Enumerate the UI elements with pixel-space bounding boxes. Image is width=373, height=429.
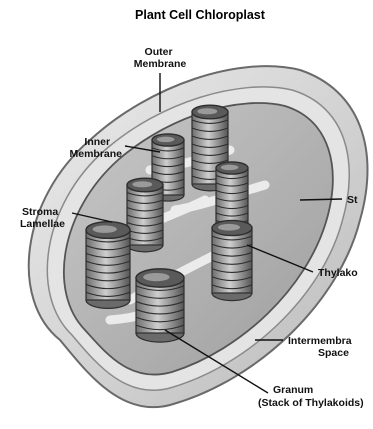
granum-stack <box>127 178 163 252</box>
diagram-title: Plant Cell Chloroplast <box>135 8 266 22</box>
granum-stack <box>86 222 130 309</box>
label-stroma-lamellae: Stroma Lamellae <box>20 206 65 230</box>
label-stroma: St <box>347 194 358 206</box>
label-outer-membrane: Outer Membrane <box>134 46 187 70</box>
leader-stroma <box>300 199 342 200</box>
label-granum: Granum (Stack of Thylakoids) <box>258 384 364 409</box>
label-intermembrane-space: Intermembra Space <box>288 335 355 359</box>
label-thylakoid: Thylako <box>318 267 358 279</box>
granum-stack <box>136 269 184 342</box>
chloroplast-body <box>29 66 368 407</box>
granum-stack <box>212 220 252 300</box>
